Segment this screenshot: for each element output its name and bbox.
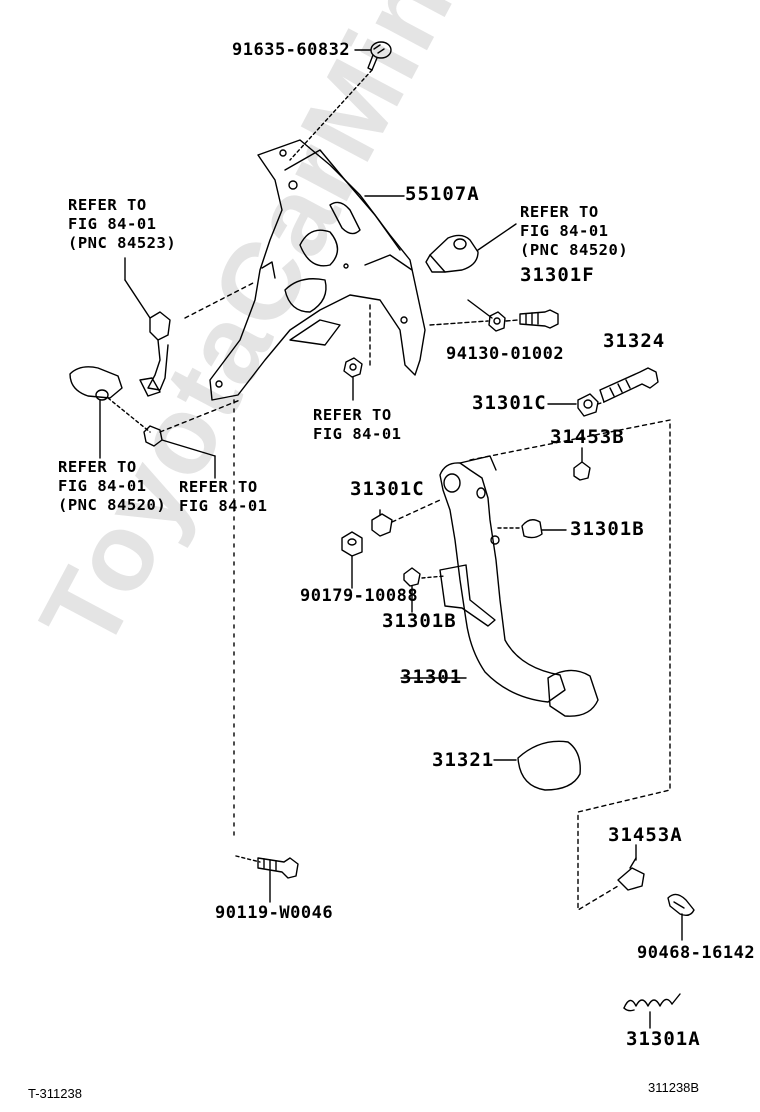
refer-to-label-mid: REFER TO FIG 84-01 <box>313 406 402 443</box>
nut-94130-01002 <box>488 311 506 332</box>
switch-84520-left <box>69 366 123 401</box>
bolt-31301F <box>519 309 559 329</box>
bracket-55107A <box>209 139 426 401</box>
part-number-90119-W0046: 90119-W0046 <box>215 903 334 923</box>
part-number-94130-01002: 94130-01002 <box>446 344 565 364</box>
clip-90468-16142 <box>667 893 695 917</box>
bolt-91635-60832 <box>367 41 392 71</box>
part-number-90468-16142: 90468-16142 <box>637 943 756 963</box>
part-number-31453B: 31453B <box>550 426 625 448</box>
bushing-31453B <box>573 461 591 481</box>
bushing-31301C-upper <box>577 393 599 417</box>
refer-to-label-84523: REFER TO FIG 84-01 (PNC 84523) <box>68 196 177 252</box>
bushing-31301C-lower <box>371 513 393 537</box>
part-number-31301B-left: 31301B <box>382 610 457 632</box>
part-number-31301A: 31301A <box>626 1028 701 1050</box>
bolt-90119-W0046 <box>257 857 299 879</box>
refer-to-label-bottom: REFER TO FIG 84-01 <box>179 478 268 515</box>
footer-left-code: T-311238 <box>28 1086 82 1101</box>
part-number-55107A: 55107A <box>405 183 480 205</box>
pedal-pad-31321 <box>517 740 581 791</box>
clip-left <box>143 425 163 447</box>
part-number-31324: 31324 <box>603 330 666 352</box>
pin-31453A <box>617 857 645 891</box>
pin-31324 <box>599 367 659 403</box>
cushion-31301B-left <box>403 567 421 587</box>
part-number-91635-60832: 91635-60832 <box>232 40 351 60</box>
nut-under-bracket <box>343 357 363 378</box>
stop-lamp-switch <box>425 234 479 273</box>
part-number-31453A: 31453A <box>608 824 683 846</box>
refer-to-label-84520-left: REFER TO FIG 84-01 (PNC 84520) <box>58 458 167 514</box>
refer-to-label-84520-right: REFER TO FIG 84-01 (PNC 84520) <box>520 203 629 259</box>
spring-31301A <box>623 993 681 1012</box>
part-number-31301C-lower: 31301C <box>350 478 425 500</box>
cushion-31301B-right <box>521 519 543 539</box>
brake-pedal-31301 <box>439 455 599 717</box>
part-number-90179-10088: 90179-10088 <box>300 586 419 606</box>
footer-right-code: 311238B <box>648 1080 700 1095</box>
part-number-31301: 31301 <box>400 666 463 688</box>
part-number-31301B-right: 31301B <box>570 518 645 540</box>
part-number-31301F: 31301F <box>520 264 595 286</box>
wire-harness-84523 <box>139 311 171 397</box>
part-number-31301C-upper: 31301C <box>472 392 547 414</box>
part-number-31321: 31321 <box>432 749 495 771</box>
nut-90179-10088 <box>341 531 363 557</box>
